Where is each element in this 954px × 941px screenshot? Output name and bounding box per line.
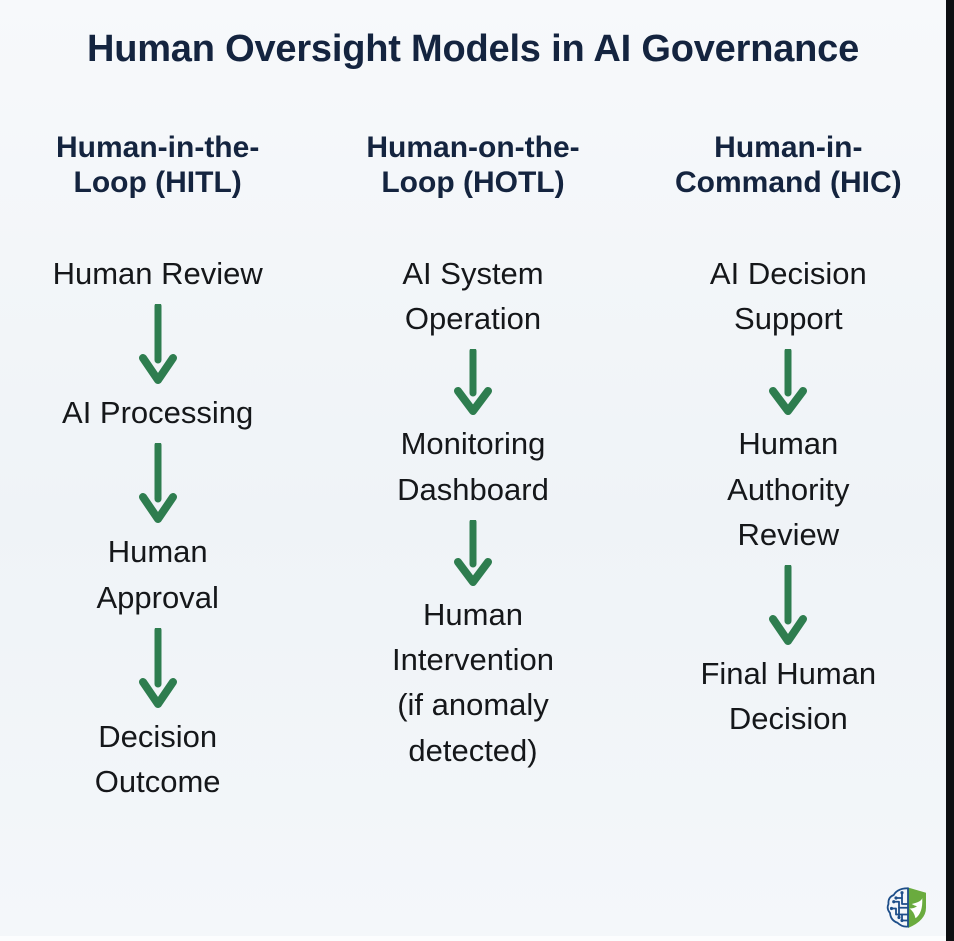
bottom-edge-strip bbox=[0, 936, 954, 941]
column-hotl: Human-on-the- Loop (HOTL) AI System Oper… bbox=[315, 130, 630, 930]
brain-shield-logo bbox=[886, 887, 926, 928]
steps-hotl: AI System Operation Monitoring Dashboard… bbox=[315, 251, 630, 773]
column-hitl: Human-in-the- Loop (HITL) Human Review A… bbox=[0, 130, 315, 930]
page-title: Human Oversight Models in AI Governance bbox=[86, 28, 860, 70]
column-header-hotl-line1: Human-on-the- bbox=[366, 131, 580, 164]
step-node: Human Review bbox=[52, 255, 263, 291]
step-node: Monitoring Dashboard bbox=[397, 426, 549, 507]
step-node: AI System Operation bbox=[402, 255, 544, 337]
column-header-hotl-line2: Loop (HOTL) bbox=[381, 166, 565, 200]
step-node: Human Intervention (if anomaly detected) bbox=[391, 596, 554, 768]
column-hic: Human-in- Command (HIC) AI Decision Supp… bbox=[631, 130, 946, 930]
step-node: AI Processing bbox=[62, 395, 254, 431]
steps-hitl: Human Review AI Processing Human Approva… bbox=[0, 251, 315, 805]
right-edge-strip bbox=[946, 0, 954, 941]
column-header-hic-line2: Command (HIC) bbox=[674, 166, 902, 200]
arrow-down-icon bbox=[769, 349, 808, 416]
column-header-hitl-line1: Human-in-the- bbox=[56, 131, 260, 164]
steps-hic: AI Decision Support Human Authority Revi… bbox=[631, 251, 946, 742]
arrow-down-icon bbox=[138, 443, 177, 524]
step-node: AI Decision Support bbox=[709, 255, 867, 337]
step-node: Final Human Decision bbox=[700, 656, 877, 737]
step-node: Human Authority Review bbox=[727, 426, 850, 552]
column-header-hic: Human-in- Command (HIC) bbox=[631, 130, 946, 201]
column-header-hotl: Human-on-the- Loop (HOTL) bbox=[315, 130, 630, 201]
column-header-hitl-line2: Loop (HITL) bbox=[73, 166, 242, 200]
arrow-down-icon bbox=[138, 304, 177, 385]
step-node: Human Approval bbox=[96, 534, 219, 615]
arrow-down-icon bbox=[453, 349, 492, 416]
arrow-down-icon bbox=[453, 519, 492, 586]
column-header-hic-line1: Human-in- bbox=[714, 131, 863, 164]
arrow-down-icon bbox=[138, 627, 177, 708]
arrow-down-icon bbox=[769, 565, 808, 646]
columns-container: Human-in-the- Loop (HITL) Human Review A… bbox=[0, 130, 946, 930]
step-node: Decision Outcome bbox=[94, 718, 221, 800]
column-header-hitl: Human-in-the- Loop (HITL) bbox=[0, 130, 315, 201]
